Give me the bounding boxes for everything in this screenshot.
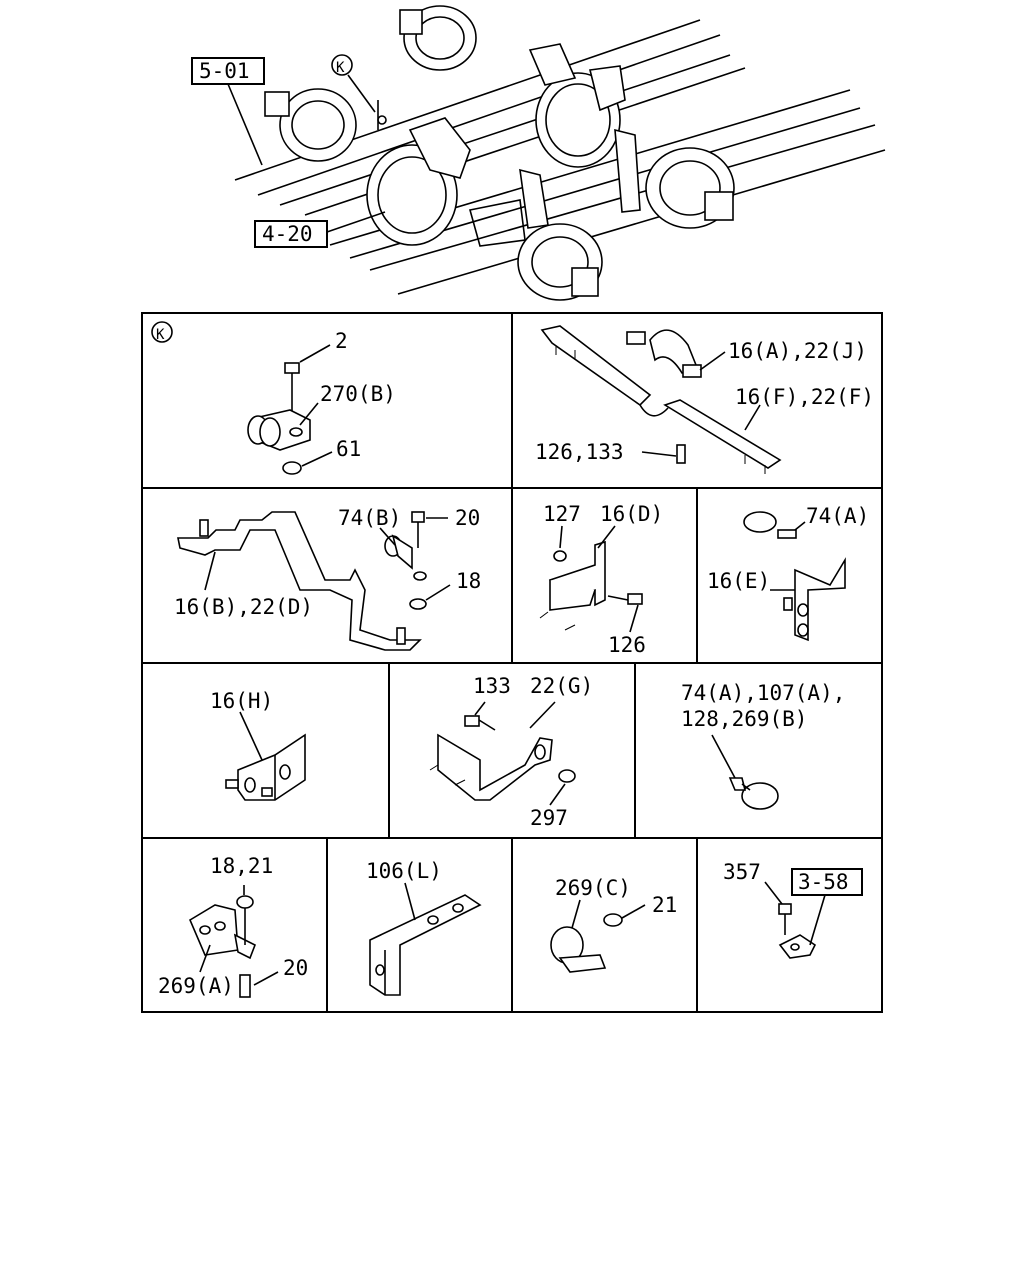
axle-overview: 5-01 4-20 K	[191, 5, 886, 301]
label-16b-22d: 16(B),22(D)	[174, 595, 313, 619]
label-18: 18	[456, 569, 481, 593]
label-16d: 16(D)	[600, 502, 663, 526]
label-61: 61	[336, 437, 361, 461]
panel-crossmember: 16(A),22(J) 16(F),22(F) 126,133	[535, 325, 874, 474]
label-133: 133	[473, 674, 511, 698]
panel-bracket-b: 74(B) 20 18 16(B),22(D)	[174, 506, 481, 651]
panel-bracket-l: 106(L)	[366, 859, 482, 996]
label-269a: 269(A)	[158, 974, 234, 998]
label-22g: 22(G)	[530, 674, 593, 698]
ref-box-5-01: 5-01	[199, 59, 250, 83]
label-20-b: 20	[283, 956, 308, 980]
callout-k: K	[336, 60, 345, 76]
panel-bracket-d: 127 16(D) 126	[539, 502, 663, 657]
detail-marker-k: K	[156, 327, 165, 343]
label-297: 297	[530, 806, 568, 830]
panel-k-detail: K 2 270(B) 61	[151, 321, 396, 475]
ref-box-4-20: 4-20	[262, 222, 313, 246]
label-74a-107a: 74(A),107(A),	[681, 681, 845, 705]
label-270b: 270(B)	[320, 382, 396, 406]
panel-clip-c: 269(C) 21	[550, 876, 677, 973]
panel-clip-ref: 357 3-58	[723, 860, 863, 959]
label-16h: 16(H)	[210, 689, 273, 713]
label-126-133: 126,133	[535, 440, 624, 464]
panel-bracket-e: 74(A) 16(E)	[707, 504, 869, 642]
label-126-b: 126	[608, 633, 646, 657]
label-106l: 106(L)	[366, 859, 442, 883]
panel-bracket-h: 16(H)	[210, 689, 306, 801]
panel-clip-a: 18,21 269(A) 20	[158, 854, 308, 998]
panel-bracket-g: 133 22(G) 297	[429, 674, 593, 830]
label-18-21: 18,21	[210, 854, 273, 878]
label-20: 20	[455, 506, 480, 530]
label-357: 357	[723, 860, 761, 884]
label-74b: 74(B)	[338, 506, 401, 530]
label-16f-22f: 16(F),22(F)	[735, 385, 874, 409]
label-16e: 16(E)	[707, 569, 770, 593]
label-21-b: 21	[652, 893, 677, 917]
ref-box-3-58: 3-58	[798, 870, 849, 894]
label-16a-22j: 16(A),22(J)	[728, 339, 867, 363]
panel-grid	[141, 312, 883, 1013]
label-2: 2	[335, 329, 348, 353]
label-127: 127	[543, 502, 581, 526]
panel-clamp-a: 74(A),107(A), 128,269(B)	[681, 681, 845, 810]
label-269c: 269(C)	[555, 876, 631, 900]
label-128-269b: 128,269(B)	[681, 707, 807, 731]
label-74a: 74(A)	[806, 504, 869, 528]
